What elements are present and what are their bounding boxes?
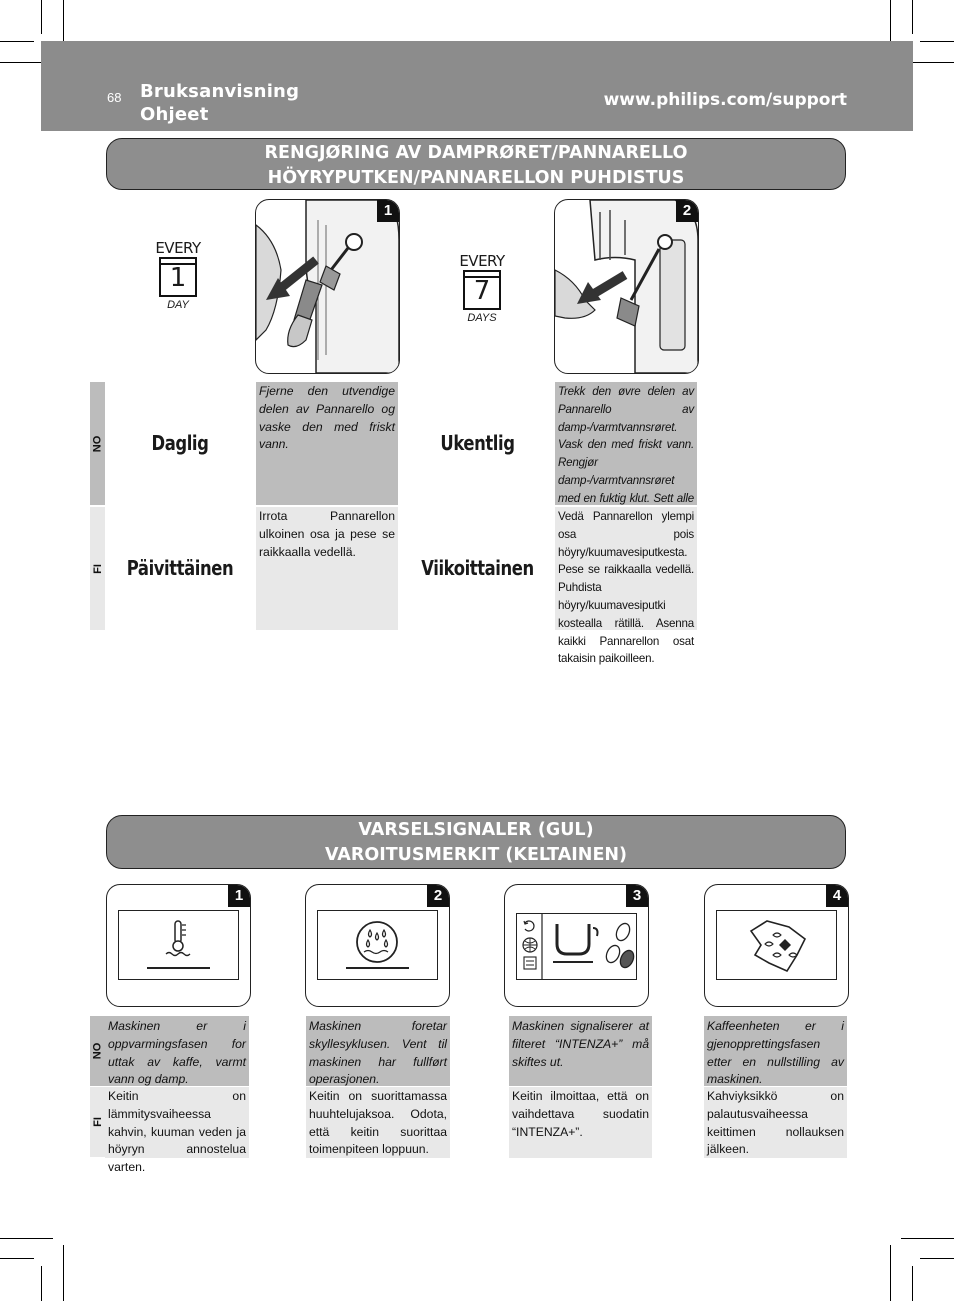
calendar-unit: DAYS	[467, 312, 497, 324]
lang-label-no: NO	[90, 1016, 105, 1086]
warning-text-2-no: Maskinen foretar skyllesyklusen. Vent ti…	[306, 1016, 450, 1086]
every-label: EVERY	[155, 239, 201, 257]
cleaning-text-1-no: Fjerne den utvendige delen av Pannarello…	[256, 382, 398, 505]
warning-figure-3: 3	[504, 884, 649, 1007]
frequency-daily-fi: Päivittäinen	[126, 556, 234, 580]
page-number: 68	[107, 90, 122, 105]
step-badge: 1	[228, 885, 250, 907]
step-badge: 4	[826, 885, 848, 907]
calendar-count: 1	[159, 257, 197, 297]
display-screen	[118, 910, 239, 980]
display-screen	[516, 913, 637, 980]
cleaning-section-heading: RENGJØRING AV DAMPRØRET/PANNARELLO HÖYRY…	[106, 138, 846, 190]
step-badge: 1	[377, 200, 399, 222]
frequency-weekly-no: Ukentlig	[440, 431, 515, 455]
cleaning-text-2-no: Trekk den øvre delen av Pannarello av da…	[555, 382, 697, 540]
display-screen	[317, 910, 438, 980]
warning-text-4-fi: Kahviyksikkö on palautusvaiheessa keitti…	[704, 1087, 847, 1158]
warning-text-3-fi: Keitin ilmoittaa, että on vaihdettava su…	[509, 1087, 652, 1158]
page-header: 68 Bruksanvisning Ohjeet www.philips.com…	[41, 41, 913, 131]
every-label: EVERY	[459, 252, 505, 270]
warning-text-2-fi: Keitin on suorittamassa huuhtelujaksoa. …	[306, 1087, 450, 1158]
thermometer-icon	[147, 920, 210, 969]
calendar-unit: DAY	[167, 299, 189, 311]
pannarello-removal-illustration	[256, 200, 399, 373]
warnings-heading-fi: VAROITUSMERKIT (KELTAINEN)	[324, 845, 628, 865]
manual-title-fi: Ohjeet	[140, 104, 209, 125]
support-url[interactable]: www.philips.com/support	[603, 90, 847, 110]
cleaning-heading-no: RENGJØRING AV DAMPRØRET/PANNARELLO	[264, 143, 688, 163]
step-badge: 3	[626, 885, 648, 907]
cleaning-text-1-fi: Irrota Pannarellon ulkoinen osa ja pese …	[256, 507, 398, 630]
warning-text-4-no: Kaffeenheten er i gjenopprettingsfasen e…	[704, 1016, 847, 1086]
display-screen	[716, 910, 837, 980]
calendar-daily-icon: EVERY 1 DAY	[153, 239, 203, 311]
warnings-heading-no: VARSELSIGNALER (GUL)	[358, 820, 594, 840]
coffee-grounds-reset-icon	[749, 920, 807, 973]
lang-label-fi: FI	[90, 507, 105, 630]
lang-label-no: NO	[90, 382, 105, 505]
warning-text-1-no: Maskinen er i oppvarmingsfasen for uttak…	[105, 1016, 249, 1086]
cleaning-heading-fi: HÖYRYPUTKEN/PANNARELLON PUHDISTUS	[267, 168, 685, 188]
frequency-daily-no: Daglig	[151, 431, 209, 455]
step-badge: 2	[427, 885, 449, 907]
cleaning-figure-2: 2	[554, 199, 699, 374]
calendar-count: 7	[463, 270, 501, 310]
steam-wand-illustration	[555, 200, 698, 373]
manual-title-no: Bruksanvisning	[140, 81, 300, 102]
warning-figure-2: 2	[305, 884, 450, 1007]
filter-intenza-icon	[522, 914, 635, 979]
calendar-weekly-icon: EVERY 7 DAYS	[456, 252, 508, 324]
frequency-weekly-fi: Viikoittainen	[421, 556, 534, 580]
cleaning-figure-1: 1	[255, 199, 400, 374]
warnings-section-heading: VARSELSIGNALER (GUL) VAROITUSMERKIT (KEL…	[106, 815, 846, 869]
rinse-cycle-icon	[346, 921, 409, 969]
warning-text-1-fi: Keitin on lämmitysvaiheessa kahvin, kuum…	[105, 1087, 249, 1174]
warning-figure-4: 4	[704, 884, 849, 1007]
warning-figure-1: 1	[106, 884, 251, 1007]
step-badge: 2	[676, 200, 698, 222]
lang-label-fi: FI	[90, 1087, 105, 1157]
warning-text-3-no: Maskinen signaliserer at filteret “INTEN…	[509, 1016, 652, 1086]
cleaning-text-2-fi: Vedä Pannarellon ylempi osa pois höyry/k…	[555, 507, 697, 665]
